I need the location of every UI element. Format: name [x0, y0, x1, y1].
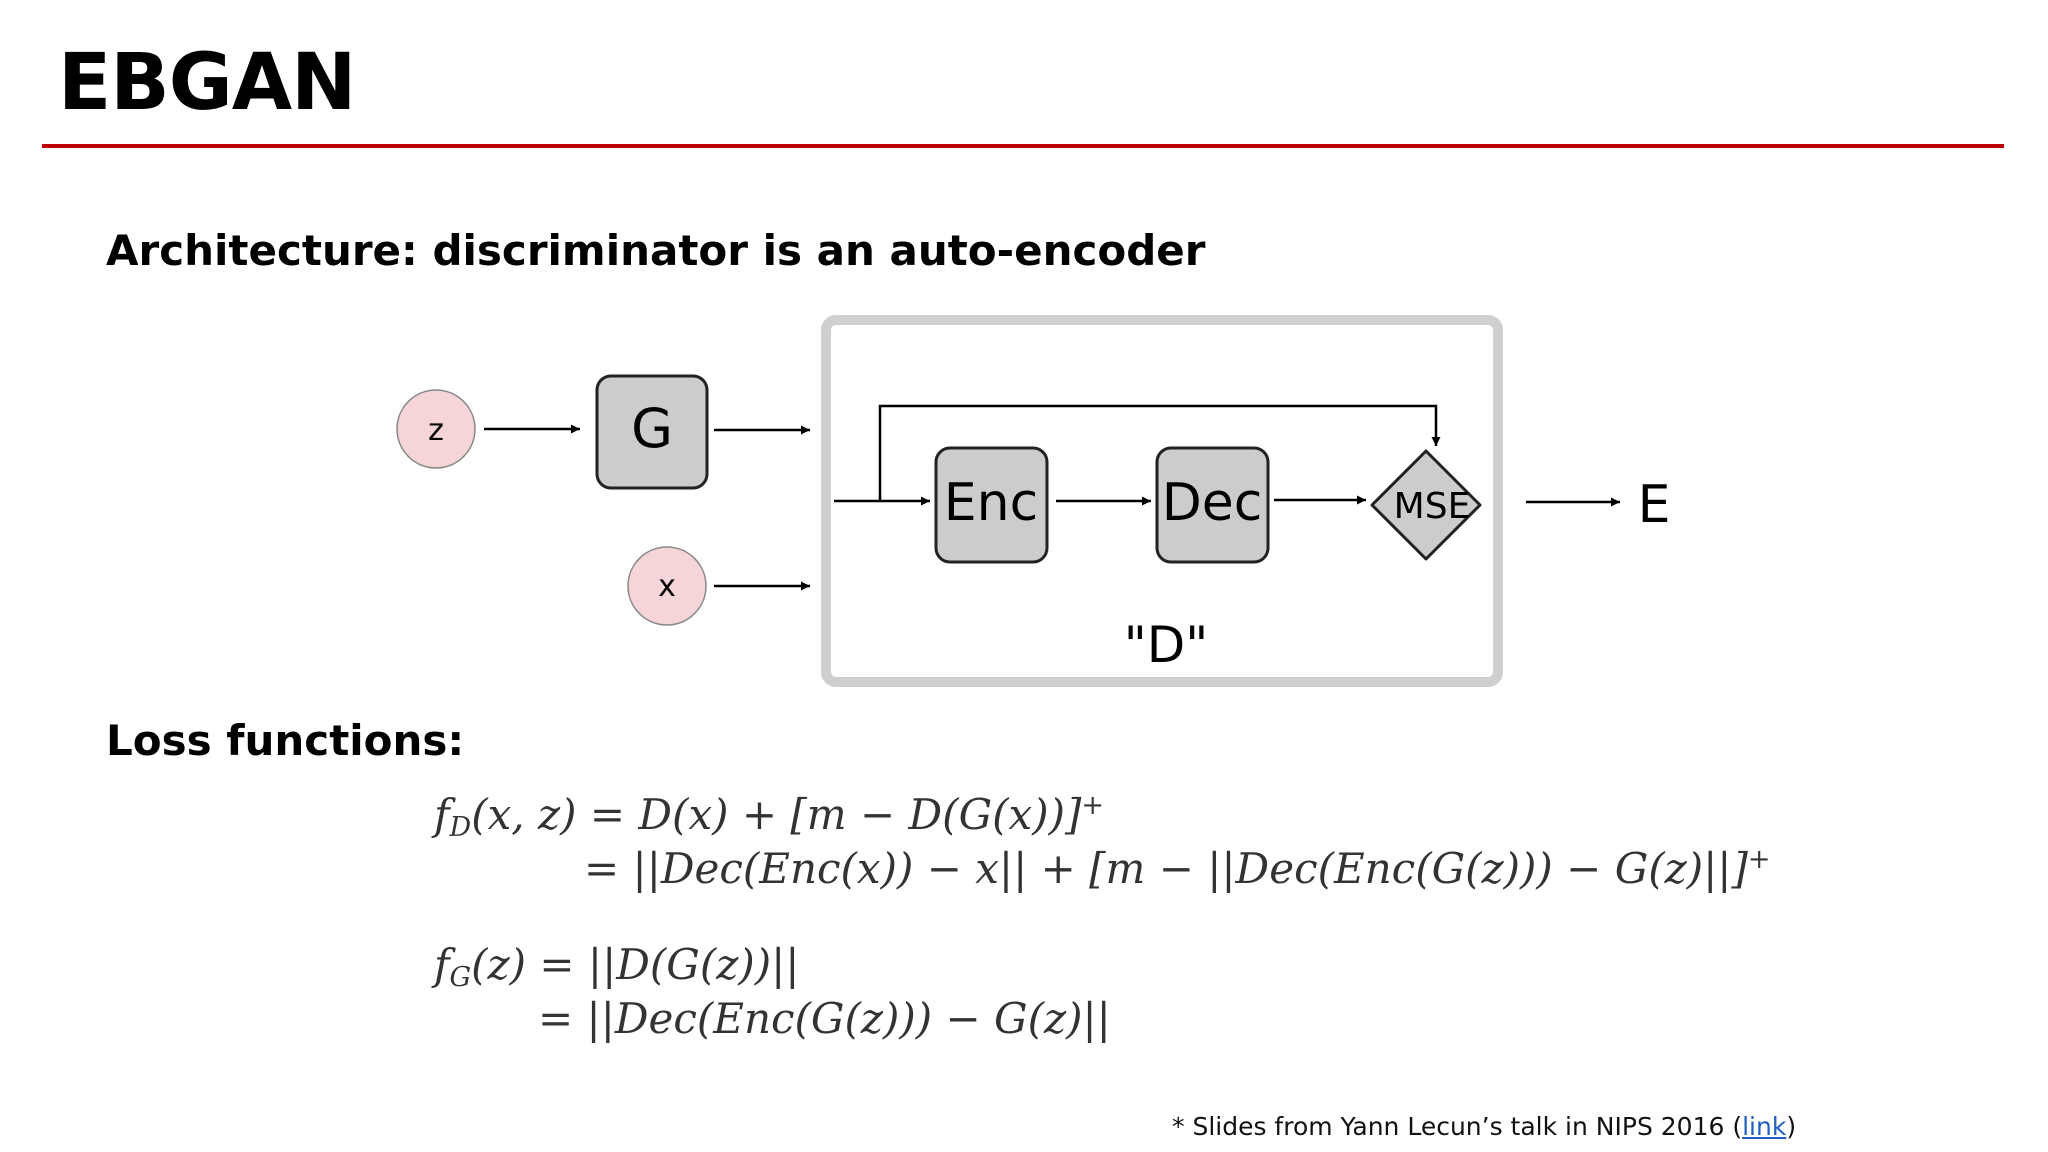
generator-loss-line-2: = ||Dec(Enc(G(z))) − G(z)|| [538, 994, 1111, 1043]
ebgan-architecture-diagram: z G x Enc Dec MSE E "D" [396, 315, 1671, 687]
z-label: z [428, 413, 444, 448]
generator-loss-line-1: fG(z) = ||D(G(z))|| [434, 940, 800, 993]
footnote-text: * Slides from Yann Lecun’s talk in NIPS … [1172, 1112, 1743, 1141]
skip-connection-arrow [878, 404, 1441, 501]
slide-title: EBGAN [58, 38, 356, 128]
mse-block [1370, 449, 1482, 561]
generator-label: G [631, 397, 673, 460]
footnote-link[interactable]: link [1742, 1112, 1787, 1141]
encoder-block [934, 446, 1049, 564]
mse-label: MSE [1394, 486, 1471, 527]
z-node [396, 389, 476, 469]
decoder-block [1155, 446, 1270, 564]
footnote: * Slides from Yann Lecun’s talk in NIPS … [1172, 1112, 1796, 1141]
x-node [627, 546, 707, 626]
decoder-label: Dec [1162, 473, 1263, 533]
discriminator-loss-line-2: = ||Dec(Enc(x)) − x|| + [m − ||Dec(Enc(G… [584, 844, 1771, 893]
x-label: x [658, 569, 676, 604]
architecture-heading: Architecture: discriminator is an auto-e… [106, 226, 1206, 275]
generator-block [595, 374, 709, 490]
energy-output-label: E [1638, 475, 1671, 535]
encoder-label: Enc [944, 473, 1038, 533]
footnote-close: ) [1786, 1112, 1797, 1141]
discriminator-label: "D" [1124, 616, 1209, 674]
title-divider [42, 144, 2004, 148]
discriminator-loss-line-1: fD(x, z) = D(x) + [m − D(G(x))]+ [434, 790, 1104, 843]
loss-functions-heading: Loss functions: [106, 716, 465, 765]
